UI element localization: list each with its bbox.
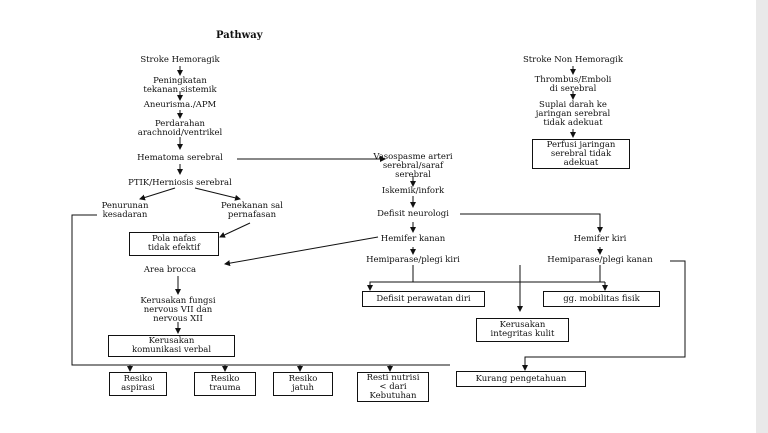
box-resiko-jatuh: Resiko jatuh	[273, 372, 333, 396]
box-mobilitas-fisik: gg. mobilitas fisik	[543, 291, 660, 307]
page-title: Pathway	[216, 30, 263, 41]
box-defisit-perawatan: Defisit perawatan diri	[362, 291, 485, 307]
node-vasospasme: Vasospasme arteri serebral/saraf serebra…	[373, 152, 453, 180]
line-penurunan-to-bottom	[71, 214, 450, 366]
node-stroke-non-hemoragik: Stroke Non Hemoragik	[522, 55, 624, 65]
node-thrombus: Thrombus/Emboli di serebral	[534, 75, 612, 94]
node-perdarahan: Perdarahan arachnoid/ventrikel	[137, 119, 223, 138]
arrow-ptik-to-penurunan	[139, 187, 176, 201]
box-kerusakan-komunikasi: Kerusakan komunikasi verbal	[108, 335, 235, 357]
node-peningkatan-tekanan: Peningkatan tekanan sistemik	[143, 76, 217, 95]
node-hemiparase-kiri: Hemiparase/plegi kiri	[366, 255, 460, 265]
node-hemifer-kanan: Hemifer kanan	[380, 234, 446, 244]
node-iskemik: Iskemik/infork	[381, 186, 445, 196]
node-penekanan-sal: Penekanan sal pernafasan	[221, 201, 283, 220]
node-aneurisma: Aneurisma./APM	[143, 100, 217, 110]
box-perfusi-jaringan: Perfusi jaringan serebral tidak adekuat	[532, 139, 630, 169]
node-penurunan-kesadaran: Penurunan kesadaran	[101, 201, 149, 220]
node-hematoma: Hematoma serebral	[137, 153, 223, 163]
node-hemifer-kiri: Hemifer kiri	[573, 234, 627, 244]
box-resiko-trauma: Resiko trauma	[194, 372, 256, 396]
box-pola-nafas: Pola nafas tidak efektif	[129, 232, 219, 256]
node-defisit-neurologi: Defisit neurologi	[377, 209, 449, 219]
node-stroke-hemoragik: Stroke Hemoragik	[140, 55, 220, 65]
line-hemiparase-kiri-to-outcomes	[367, 265, 414, 291]
arrow-penekanan-to-pola	[219, 222, 251, 238]
box-resti-nutrisi: Resti nutrisi < dari Kebutuhan	[357, 372, 429, 402]
arrow-hemifer-kanan-to-area-brocca	[224, 236, 379, 267]
arrow-to-kurang-pengetahuan	[522, 260, 686, 371]
node-area-brocca: Area brocca	[143, 265, 197, 275]
node-ptik: PTIK/Herniosis serebral	[128, 178, 232, 188]
box-resiko-aspirasi: Resiko aspirasi	[109, 372, 167, 396]
node-kerusakan-fungsi: Kerusakan fungsi nervous VII dan nervous…	[140, 296, 216, 324]
box-integritas-kulit: Kerusakan integritas kulit	[476, 318, 569, 342]
arrow-ptik-to-penekanan	[194, 187, 241, 201]
page-edge-shadow	[756, 0, 768, 433]
node-suplai-darah: Suplai darah ke jaringan serebral tidak …	[535, 100, 611, 128]
node-hemiparase-kanan: Hemiparase/plegi kanan	[547, 255, 653, 265]
box-kurang-pengetahuan: Kurang pengetahuan	[456, 371, 586, 387]
arrow-defisit-to-hemifer-kiri	[460, 213, 603, 233]
